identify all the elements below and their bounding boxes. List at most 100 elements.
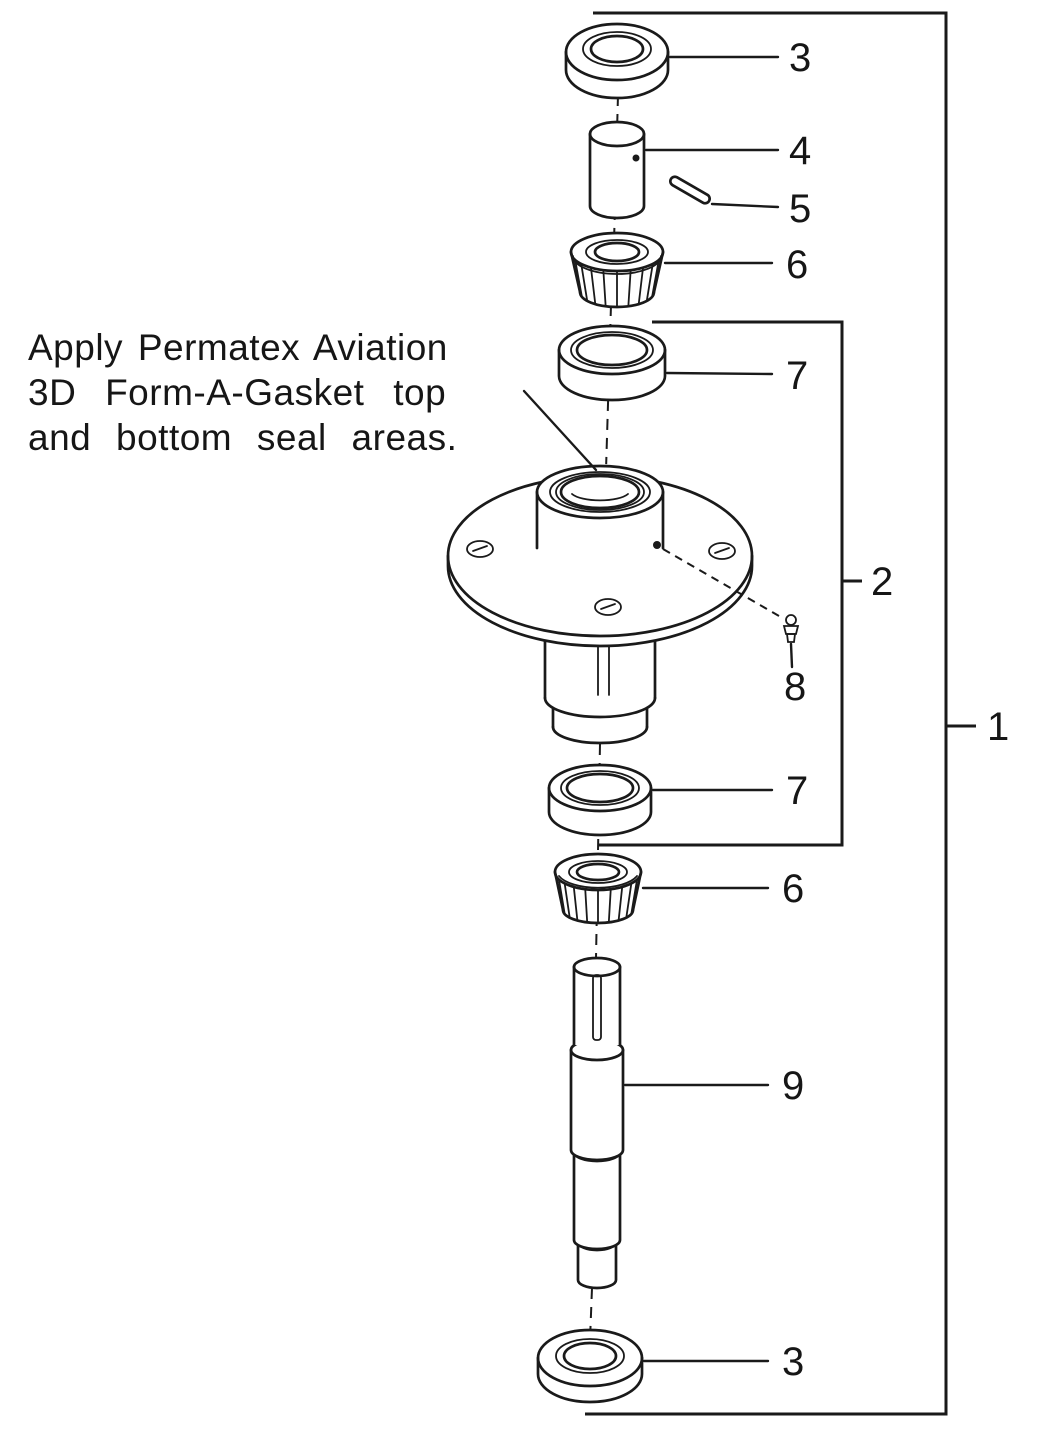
hub-neck-body-fill	[537, 492, 663, 548]
seal-bottom-chamfer	[555, 1338, 625, 1374]
bolt-hole-slot	[600, 603, 616, 610]
seal-top-chamfer	[582, 31, 652, 67]
callout-3-top: 3	[789, 36, 811, 80]
roll-pin-body	[668, 175, 712, 205]
flange-bolt-holes	[466, 540, 736, 616]
seal-ring-bottom	[536, 1328, 644, 1404]
seal-ring-top	[564, 22, 670, 100]
callout-7-top-leader	[665, 371, 774, 376]
hub	[446, 464, 754, 745]
bolt-hole	[594, 598, 622, 616]
roller-line	[584, 889, 589, 924]
annotation-line-1: Apply Permatex Aviation	[28, 327, 448, 368]
grease-fitting-ball	[785, 614, 797, 626]
bearing-lower-bore	[575, 862, 621, 882]
roller-line	[651, 259, 660, 298]
roller-line	[630, 879, 638, 915]
cup-lower-face	[547, 763, 653, 813]
hub-barrel-bottom	[543, 696, 657, 719]
hub-bore-depth	[571, 493, 629, 502]
bearing-cup-upper	[557, 324, 667, 402]
roller-line	[580, 264, 588, 302]
seal-top-bore	[589, 34, 645, 64]
annotation-line-2: 3D Form-A-Gasket top	[28, 372, 446, 413]
bearing-upper-rollers	[574, 259, 660, 307]
spindle-lower-fill	[574, 1152, 620, 1249]
spindle-tip-body	[576, 1240, 618, 1290]
spacer-body	[588, 132, 646, 220]
spindle-lower-body	[572, 1150, 622, 1251]
cup-lower-bore	[565, 772, 635, 804]
roller-line	[637, 267, 644, 305]
callout-4: 4	[789, 129, 811, 173]
grease-fitting	[662, 548, 800, 669]
callout-1: 1	[987, 705, 1009, 749]
bearing-lower-race	[568, 860, 628, 884]
bearing-upper-face	[569, 231, 665, 273]
bolt-hole-slot	[472, 545, 488, 552]
roller-line	[590, 267, 597, 305]
seal-top-body-fill	[566, 52, 668, 98]
bearing-lower	[553, 852, 643, 925]
roller-line	[646, 264, 654, 302]
callout-9: 9	[782, 1064, 804, 1108]
callout-labels: 3 4 5 6 7 2 8 1 7 6 9 3	[782, 36, 1009, 1384]
callout-3-bottom: 3	[782, 1340, 804, 1384]
annotation-note: Apply Permatex Aviation 3D Form-A-Gasket…	[28, 327, 457, 458]
roller-line	[607, 889, 612, 924]
spindle-top-face	[572, 956, 622, 978]
bolt-hole	[708, 542, 736, 560]
callout-5: 5	[789, 187, 811, 231]
hub-flange-edge	[446, 554, 754, 648]
roller-line	[573, 887, 579, 922]
spindle-top-fill	[574, 967, 620, 1045]
annotation-leader	[522, 389, 598, 472]
seal-bottom-bore	[562, 1341, 618, 1371]
hub-neck-face	[535, 464, 665, 520]
grease-fitting-hex	[782, 625, 800, 635]
roller-line	[617, 887, 623, 922]
spacer-face	[588, 120, 646, 148]
hub-bore-ring	[555, 473, 645, 511]
spindle-mid-body	[569, 1048, 625, 1162]
spindle-tip-body-fill	[578, 1242, 616, 1288]
spacer-bushing	[588, 120, 646, 220]
bolt-hole-slot	[714, 547, 730, 554]
cup-upper-bore	[575, 333, 649, 367]
cup-lower-body	[547, 786, 653, 837]
seal-top-face	[564, 22, 670, 82]
seal-bottom-body	[536, 1356, 644, 1404]
hub-bore-chamfer	[549, 471, 651, 513]
bearing-lower-face	[553, 852, 643, 892]
callout-leaders	[522, 55, 780, 1363]
callout-5-leader	[710, 202, 780, 209]
roller-line	[574, 259, 583, 298]
keyway-slot	[592, 974, 602, 1041]
callout-6-top: 6	[786, 243, 808, 287]
bearing-cup-lower	[547, 763, 653, 837]
hub-subassembly-bracket	[598, 320, 844, 847]
bearing-lower-rollers	[558, 879, 638, 924]
bearing-upper-bore	[593, 241, 641, 263]
cup-upper-face	[557, 324, 667, 376]
roller-line	[563, 883, 571, 919]
spindle-mid-fill	[571, 1050, 623, 1160]
bearing-lower-rib	[558, 875, 638, 889]
spacer-body-fill	[590, 134, 644, 218]
roller-line	[558, 879, 566, 915]
callout-7-bottom: 7	[786, 769, 808, 813]
callout-8-leader	[789, 642, 794, 669]
roller-line	[602, 270, 607, 307]
roller-line	[625, 883, 633, 919]
annotation-line-3: and bottom seal areas.	[28, 417, 457, 458]
pin-hole	[632, 154, 640, 162]
hub-collar-bottom	[551, 725, 649, 745]
roller-line	[627, 270, 632, 307]
assembly-bracket	[585, 11, 948, 1416]
bearing-upper-bottom	[578, 290, 656, 309]
callout-2: 2	[871, 560, 893, 604]
callout-6-bottom: 6	[782, 867, 804, 911]
brackets	[585, 11, 976, 1416]
cup-upper-body	[557, 348, 667, 402]
